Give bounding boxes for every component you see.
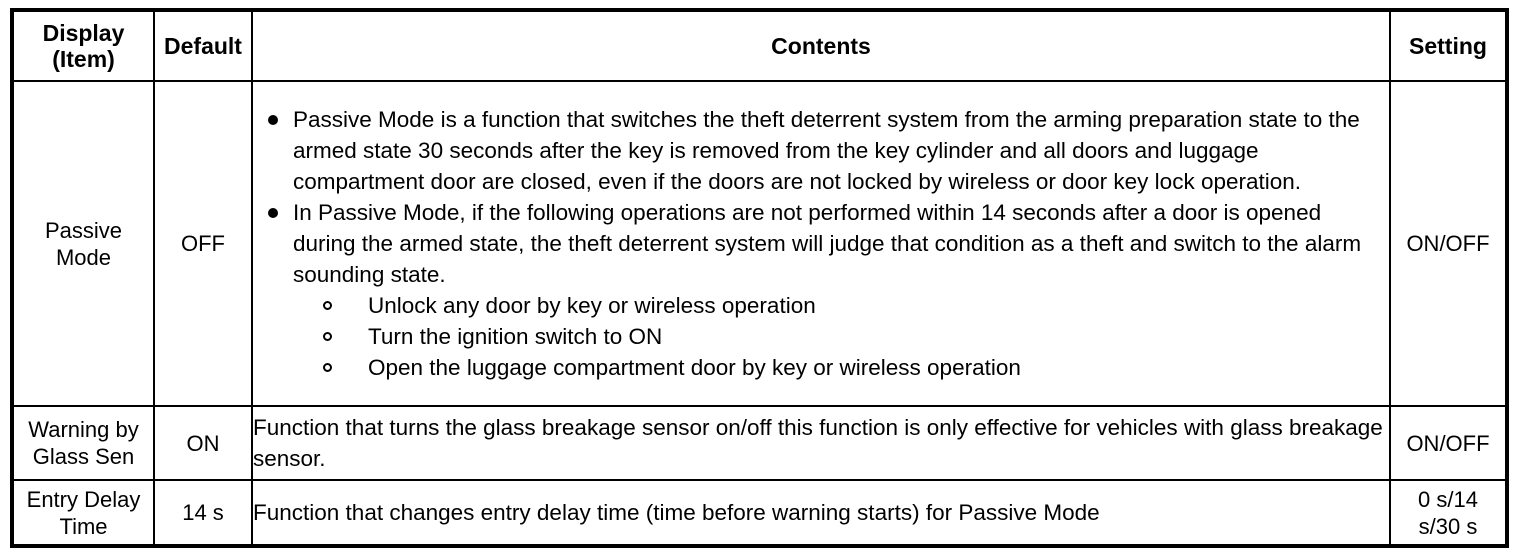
sub-bullet-text: Open the luggage compartment door by key…: [368, 355, 1021, 381]
sub-bullet-list: Unlock any door by key or wireless opera…: [253, 290, 1389, 383]
list-item: In Passive Mode, if the following operat…: [253, 197, 1389, 290]
filled-bullet-icon: [268, 208, 278, 219]
column-header-display-line2: (Item): [52, 46, 115, 72]
header-row: Display (Item) Default Contents Setting: [11, 9, 1508, 82]
row-contents: Passive Mode is a function that switches…: [251, 79, 1391, 408]
list-item: Open the luggage compartment door by key…: [253, 352, 1389, 383]
contents-paragraph: Function that turns the glass breakage s…: [253, 415, 1383, 472]
table-body: Passive Mode OFF Passive Mode is a funct…: [11, 79, 1508, 547]
bullet-text: Passive Mode is a function that switches…: [293, 107, 1360, 195]
row-display-item: Warning by Glass Sen: [11, 405, 155, 482]
row-default-value: 14 s: [153, 479, 253, 547]
list-item: Passive Mode is a function that switches…: [253, 104, 1389, 197]
row-setting-line1: ON/OFF: [1406, 430, 1490, 456]
table-row: Warning by Glass Sen ON Function that tu…: [11, 405, 1508, 482]
column-header-display: Display (Item): [11, 9, 155, 82]
column-header-display-line1: Display: [42, 20, 125, 46]
filled-bullet-icon: [268, 115, 278, 126]
row-display-item: Entry Delay Time: [11, 479, 155, 547]
row-setting-line1: 0 s/14: [1418, 486, 1478, 512]
row-display-item-line2: Glass Sen: [32, 444, 135, 470]
row-display-item-line1: Warning by: [28, 417, 139, 443]
row-setting-line2: s/30 s: [1418, 513, 1478, 539]
hollow-bullet-icon: [323, 363, 332, 373]
sub-bullet-text: Unlock any door by key or wireless opera…: [368, 293, 816, 319]
column-header-contents: Contents: [251, 9, 1391, 82]
bullet-text: In Passive Mode, if the following operat…: [293, 200, 1362, 288]
row-default-value: OFF: [153, 79, 253, 408]
row-setting-value: ON/OFF: [1389, 405, 1508, 482]
row-display-item-line1: Entry Delay: [26, 486, 141, 512]
row-display-item: Passive Mode: [11, 79, 155, 408]
row-setting-line1: ON/OFF: [1406, 231, 1490, 257]
table-row: Entry Delay Time 14 s Function that chan…: [11, 479, 1508, 547]
sub-bullet-text: Turn the ignition switch to ON: [368, 324, 663, 350]
row-setting-value: 0 s/14 s/30 s: [1389, 479, 1508, 547]
row-contents: Function that turns the glass breakage s…: [251, 405, 1391, 482]
list-item: Turn the ignition switch to ON: [253, 321, 1389, 352]
row-display-item-line2: Mode: [55, 244, 112, 270]
table-header: Display (Item) Default Contents Setting: [11, 9, 1508, 82]
hollow-bullet-icon: [323, 332, 332, 342]
row-contents: Function that changes entry delay time (…: [251, 479, 1391, 547]
list-item: Unlock any door by key or wireless opera…: [253, 290, 1389, 321]
table-row: Passive Mode OFF Passive Mode is a funct…: [11, 79, 1508, 408]
row-setting-value: ON/OFF: [1389, 79, 1508, 408]
row-display-item-line2: Time: [59, 513, 108, 539]
row-display-item-line1: Passive: [44, 217, 123, 243]
column-header-default: Default: [153, 9, 253, 82]
hollow-bullet-icon: [323, 301, 332, 311]
contents-paragraph: Function that changes entry delay time (…: [253, 500, 1100, 526]
bullet-list: Passive Mode is a function that switches…: [253, 104, 1389, 290]
row-default-value: ON: [153, 405, 253, 482]
theft-deterrent-settings-table: Display (Item) Default Contents Setting …: [10, 8, 1509, 548]
column-header-setting: Setting: [1389, 9, 1508, 82]
